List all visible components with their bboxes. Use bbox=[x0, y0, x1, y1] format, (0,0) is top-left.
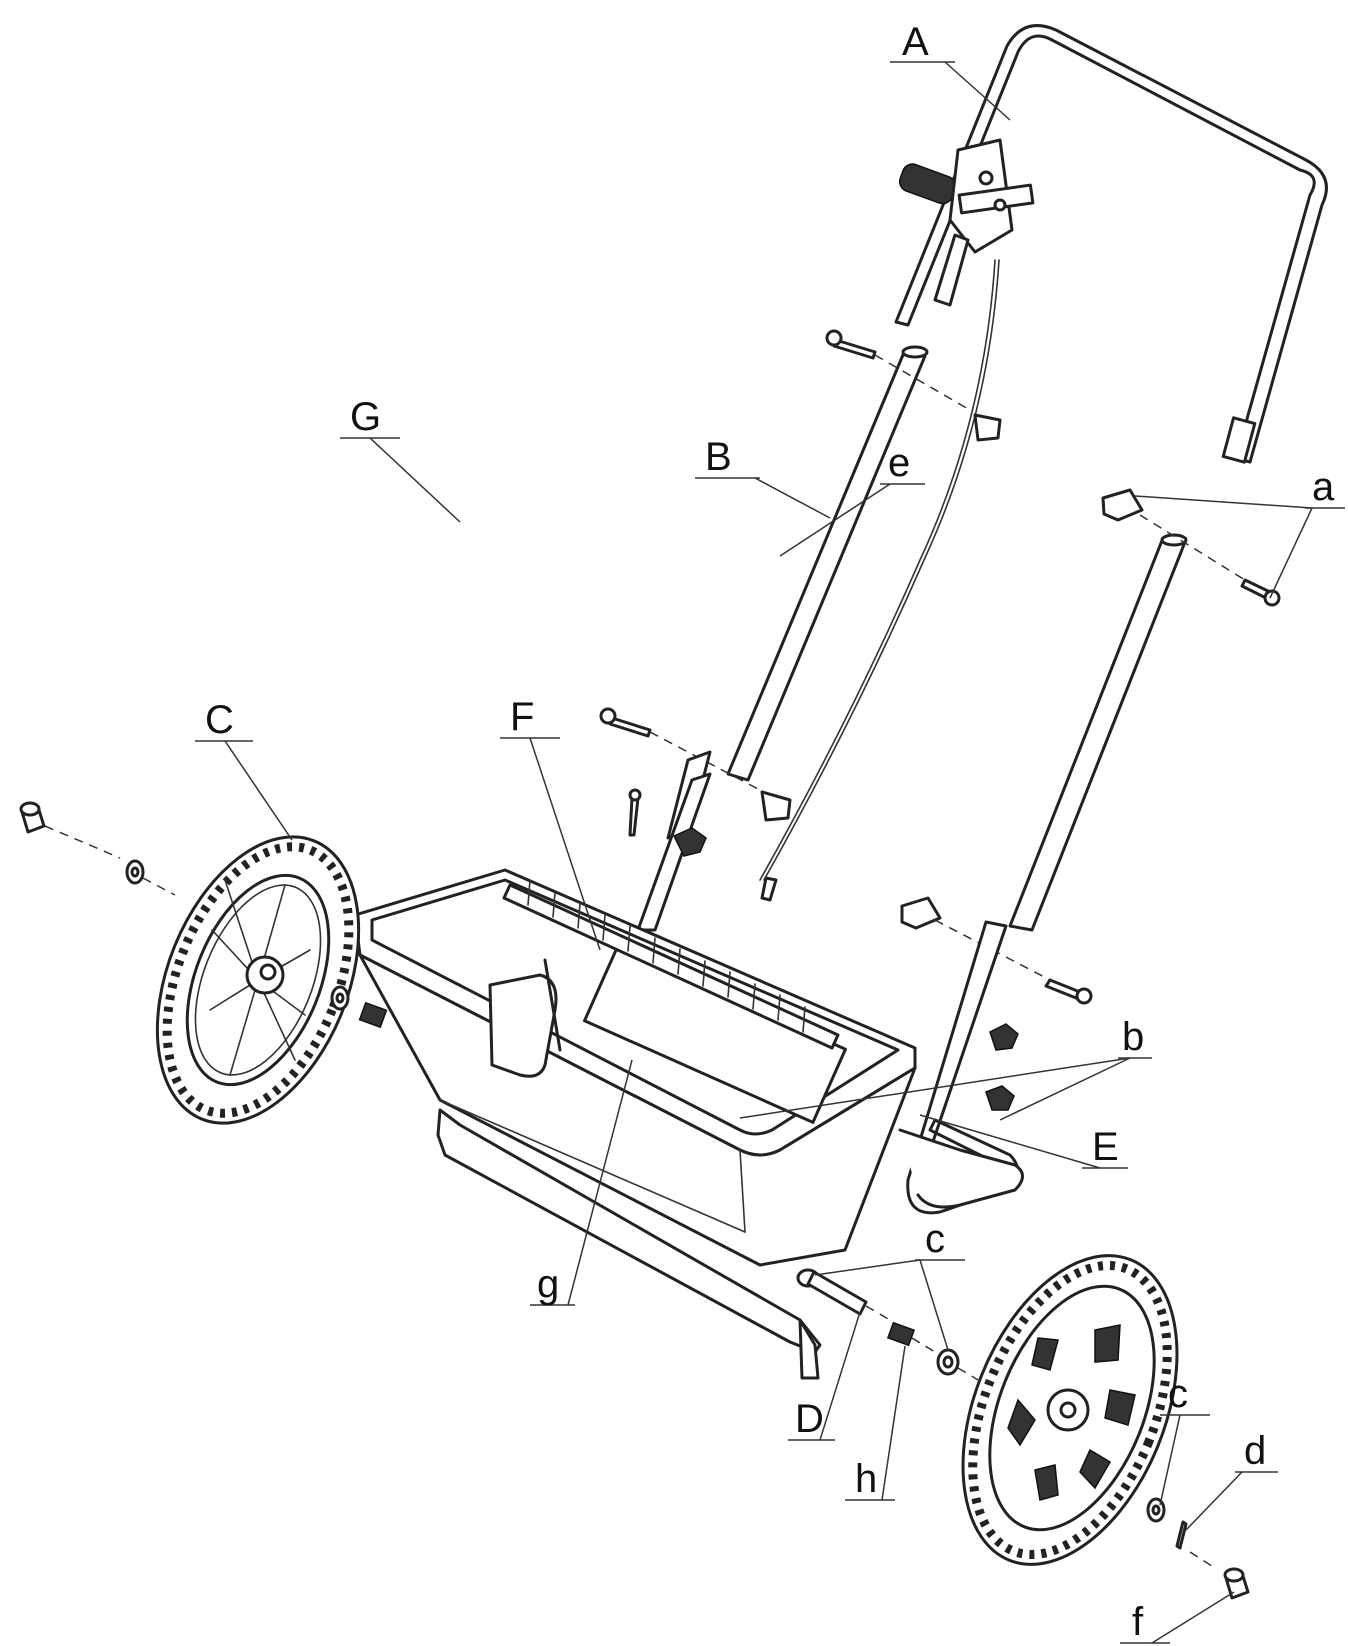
callout-g: g bbox=[537, 1262, 559, 1306]
callout-f: f bbox=[1132, 1600, 1144, 1644]
part-hopper bbox=[353, 868, 917, 1267]
callout-h: h bbox=[855, 1457, 877, 1501]
callout-d: d bbox=[1244, 1429, 1266, 1473]
callout-B: B bbox=[705, 435, 732, 479]
callout-F: F bbox=[510, 695, 534, 739]
part-right-wheel bbox=[961, 1254, 1179, 1566]
callout-c-right: c bbox=[1168, 1372, 1188, 1416]
nuts-b bbox=[672, 827, 1019, 1111]
tube-bolt-upper bbox=[825, 329, 1002, 442]
tube-bolt-lower bbox=[599, 707, 792, 932]
gear-left bbox=[358, 1001, 388, 1029]
control-cable bbox=[759, 259, 996, 881]
callout-C: C bbox=[205, 698, 234, 742]
callout-E: E bbox=[1092, 1125, 1119, 1169]
part-right-handle-tube bbox=[1008, 533, 1188, 932]
part-axle-shaft bbox=[796, 1268, 868, 1316]
gear-h bbox=[886, 1321, 916, 1347]
part-left-handle-tube bbox=[726, 345, 929, 782]
callout-G: G bbox=[350, 395, 381, 439]
knob-a bbox=[1101, 488, 1281, 607]
part-agitator-shaft bbox=[502, 879, 840, 1050]
part-frame-stand bbox=[898, 920, 1024, 1215]
small-screw bbox=[628, 796, 640, 837]
callout-e: e bbox=[888, 441, 910, 485]
callout-D: D bbox=[795, 1397, 824, 1441]
part-upper-handle bbox=[894, 24, 1328, 464]
axle-parts-left bbox=[19, 801, 350, 1011]
part-left-wheel bbox=[155, 835, 361, 1125]
pin-e bbox=[760, 876, 778, 902]
part-deflector-plate bbox=[436, 1108, 822, 1380]
callout-A: A bbox=[902, 20, 929, 64]
control-lever bbox=[898, 138, 1035, 307]
callout-b: b bbox=[1122, 1015, 1144, 1059]
callout-c-middle: c bbox=[925, 1217, 945, 1261]
callout-a: a bbox=[1312, 465, 1335, 509]
